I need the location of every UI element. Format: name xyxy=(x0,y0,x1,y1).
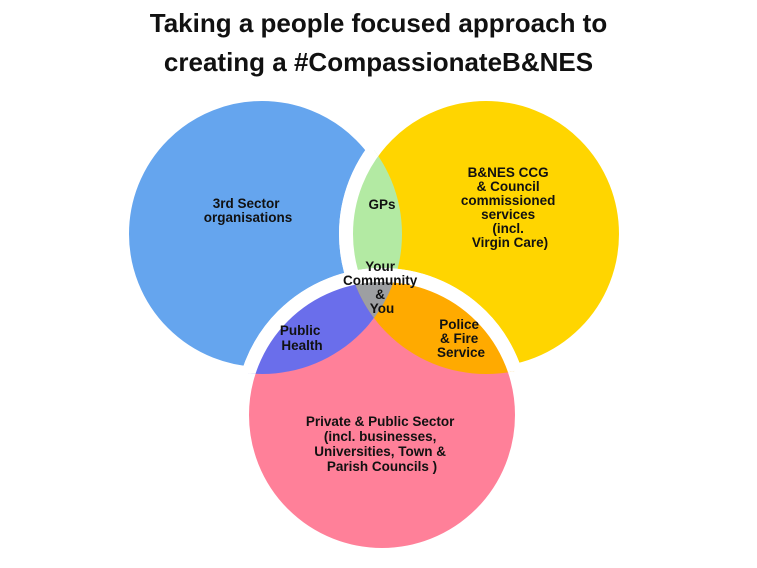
label-line: B&NES CCG xyxy=(468,165,549,180)
private-public-label: Private & Public Sector (incl. businesse… xyxy=(306,414,458,474)
label-line: 3rd Sector xyxy=(213,196,281,211)
public-health-label: Public Health xyxy=(280,323,324,353)
label-line: (incl. xyxy=(492,221,524,236)
label-line: Police xyxy=(439,317,479,332)
label-line: & Council xyxy=(477,179,540,194)
ccg-council-label: B&NES CCG & Council commissioned service… xyxy=(461,165,559,250)
label-line: Health xyxy=(281,338,322,353)
label-line: organisations xyxy=(204,210,293,225)
label-line: (incl. businesses, xyxy=(324,429,437,444)
label-line: & xyxy=(375,287,385,302)
label-line: Parish Councils ) xyxy=(327,459,437,474)
label-line: GPs xyxy=(368,197,395,212)
gps-label: GPs xyxy=(368,197,395,212)
label-line: Your xyxy=(365,259,395,274)
label-line: services xyxy=(481,207,535,222)
title-line-2: creating a #CompassionateB&NES xyxy=(163,47,594,77)
title-line-1: Taking a people focused approach to xyxy=(149,8,608,38)
diagram-title: Taking a people focused approach to crea… xyxy=(0,4,757,82)
police-fire-label: Police & Fire Service xyxy=(437,317,486,360)
community-label: Your Community & You xyxy=(343,259,421,316)
label-line: Community xyxy=(343,273,418,288)
community-overlap xyxy=(346,268,402,374)
label-line: Universities, Town & xyxy=(314,444,446,459)
label-line: Service xyxy=(437,345,486,360)
label-line: & Fire xyxy=(440,331,479,346)
third-sector-label: 3rd Sector organisations xyxy=(204,196,293,225)
label-line: Public xyxy=(280,323,321,338)
label-line: Virgin Care) xyxy=(472,235,548,250)
label-line: Private & Public Sector xyxy=(306,414,455,429)
gps-overlap xyxy=(339,94,402,374)
label-line: You xyxy=(370,301,395,316)
label-line: commissioned xyxy=(461,193,556,208)
